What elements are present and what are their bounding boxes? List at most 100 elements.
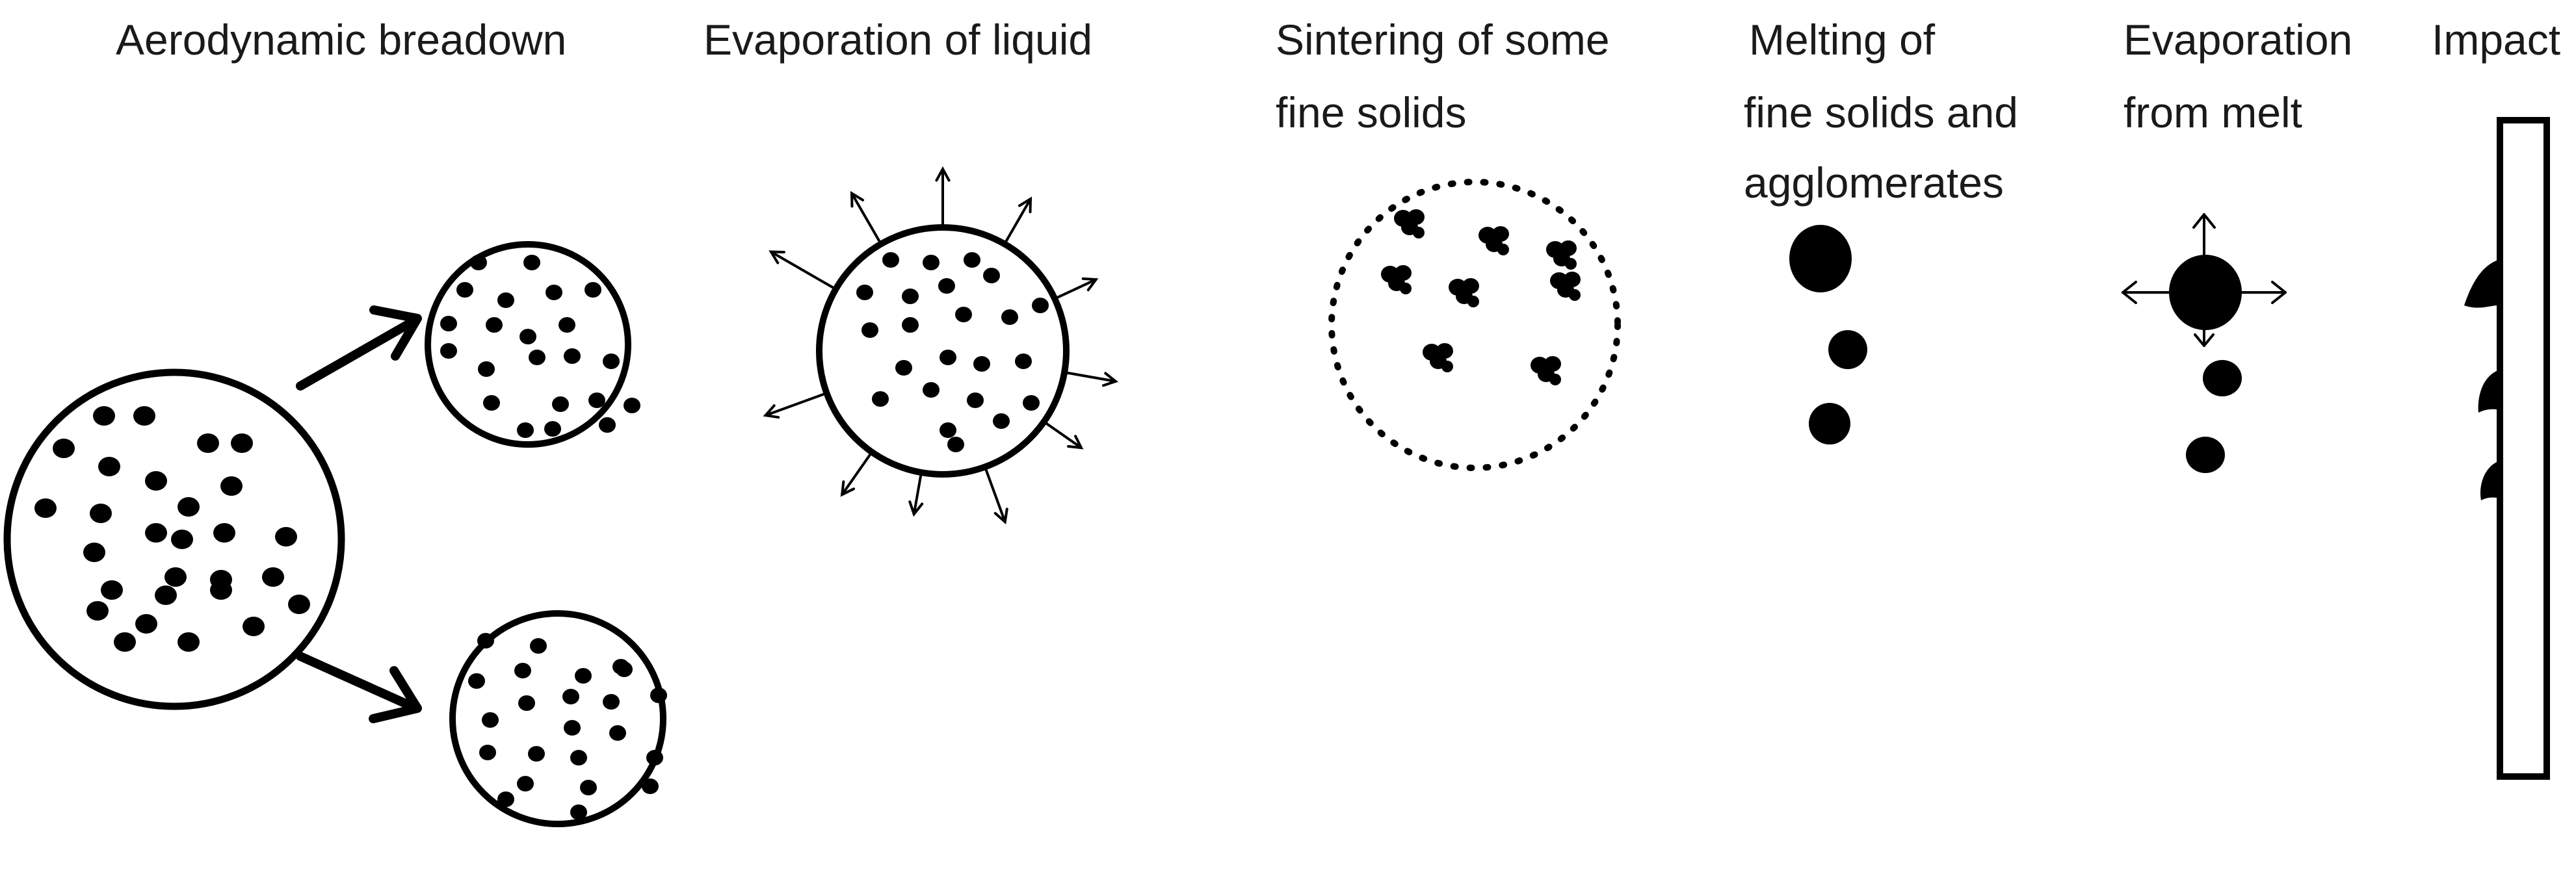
solid-particle xyxy=(519,329,536,344)
splat-middle xyxy=(2478,370,2498,413)
large-droplet-particles xyxy=(34,406,310,652)
solid-particle xyxy=(646,750,663,765)
solid-particle xyxy=(856,285,873,300)
solid-particle xyxy=(609,725,626,741)
fused-solid xyxy=(1441,361,1453,372)
dried-particle-outline xyxy=(1328,179,1621,471)
fused-solid xyxy=(1413,227,1425,238)
sintered-cluster xyxy=(1394,209,1425,238)
solid-particle xyxy=(570,804,587,820)
breakdown-arrow-upper xyxy=(296,305,422,391)
solid-particle xyxy=(155,585,177,605)
solid-particle xyxy=(86,601,109,621)
solid-particle xyxy=(983,268,1000,283)
solid-particle xyxy=(528,746,545,762)
solid-particle xyxy=(145,523,167,543)
sintered-cluster xyxy=(1479,226,1509,255)
melt-droplet-small xyxy=(2186,437,2225,473)
solid-particle xyxy=(514,663,531,678)
solid-particle xyxy=(497,292,514,308)
solid-particle xyxy=(220,476,243,496)
solid-particle xyxy=(93,406,115,426)
solid-particle xyxy=(603,353,620,369)
solid-particle xyxy=(599,417,616,433)
solid-particle xyxy=(902,289,919,304)
sintered-cluster xyxy=(1531,356,1561,385)
vapor-arrow xyxy=(1064,371,1119,387)
melt-droplet-medium xyxy=(2203,360,2242,396)
small-droplet-upper-particles xyxy=(440,255,640,438)
label-sintering-line1: Sintering of some xyxy=(1276,16,1610,64)
solid-particle xyxy=(552,396,569,412)
fused-solid xyxy=(1467,296,1479,307)
vapor-arrow xyxy=(840,451,873,497)
solid-particle xyxy=(580,780,597,795)
solid-particle xyxy=(275,527,297,546)
solid-particle xyxy=(468,673,485,689)
solid-particle xyxy=(171,530,193,549)
breakdown-arrow-lower xyxy=(296,652,422,723)
solid-particle xyxy=(114,632,136,652)
solid-particle xyxy=(570,750,587,765)
solid-particle xyxy=(197,433,219,453)
fused-solid xyxy=(1569,289,1581,301)
solid-particle xyxy=(440,316,457,331)
solid-particle xyxy=(518,695,535,711)
evaporation-arrows xyxy=(763,166,1119,525)
solid-particle xyxy=(243,617,265,636)
solid-particle xyxy=(993,413,1010,429)
solid-particle xyxy=(529,350,545,365)
label-aerodynamic-breakdown: Aerodynamic breadown xyxy=(116,16,567,64)
solid-particle xyxy=(902,317,919,333)
vapor-arrow xyxy=(769,250,837,290)
solid-particle xyxy=(616,662,633,677)
fused-solid xyxy=(1497,244,1509,255)
solid-particle xyxy=(545,285,562,300)
fused-solid xyxy=(1549,374,1561,385)
fused-solid xyxy=(1400,283,1412,294)
molten-droplet-small xyxy=(1809,403,1850,444)
solid-particle xyxy=(98,457,120,476)
solid-particle xyxy=(967,392,984,408)
solid-particle xyxy=(177,497,200,517)
solid-particle xyxy=(947,437,964,452)
solid-particle xyxy=(642,778,659,794)
splat-upper xyxy=(2464,260,2498,308)
melt-droplet-evaporating xyxy=(2169,255,2242,330)
solid-particle xyxy=(517,776,534,791)
solid-particle xyxy=(530,638,547,654)
solid-particle xyxy=(585,282,601,298)
vapor-arrow xyxy=(763,392,828,419)
solid-particle xyxy=(603,694,620,710)
solid-particle xyxy=(288,595,310,614)
solid-particle xyxy=(588,392,605,408)
vapor-arrow xyxy=(1054,277,1099,300)
vapor-arrow xyxy=(935,166,951,227)
solid-particle xyxy=(482,712,499,728)
sintered-cluster xyxy=(1381,265,1412,294)
sintered-solid-clusters xyxy=(1381,209,1581,385)
label-impact: Impact xyxy=(2432,16,2561,64)
solid-particle xyxy=(940,350,956,365)
solid-particle xyxy=(262,567,284,587)
small-droplet-lower xyxy=(449,610,666,827)
solid-particle xyxy=(882,252,899,268)
sintered-cluster xyxy=(1423,343,1453,372)
solid-particle xyxy=(517,422,534,438)
solid-particle xyxy=(895,360,912,376)
label-evaporation-melt-line2: from melt xyxy=(2123,88,2303,136)
solid-particle xyxy=(34,498,57,518)
solid-particle xyxy=(523,255,540,270)
evaporating-droplet xyxy=(816,224,1070,478)
solid-particle xyxy=(973,356,990,372)
solid-particle xyxy=(964,252,980,268)
solid-particle xyxy=(486,317,503,333)
solid-particle xyxy=(650,688,667,703)
molten-agglomerate-large xyxy=(1789,225,1852,292)
solid-particle xyxy=(575,668,592,684)
solid-particle xyxy=(210,580,232,600)
solid-particle xyxy=(559,317,575,333)
label-sintering-line2: fine solids xyxy=(1276,88,1467,136)
solid-particle xyxy=(479,745,496,760)
